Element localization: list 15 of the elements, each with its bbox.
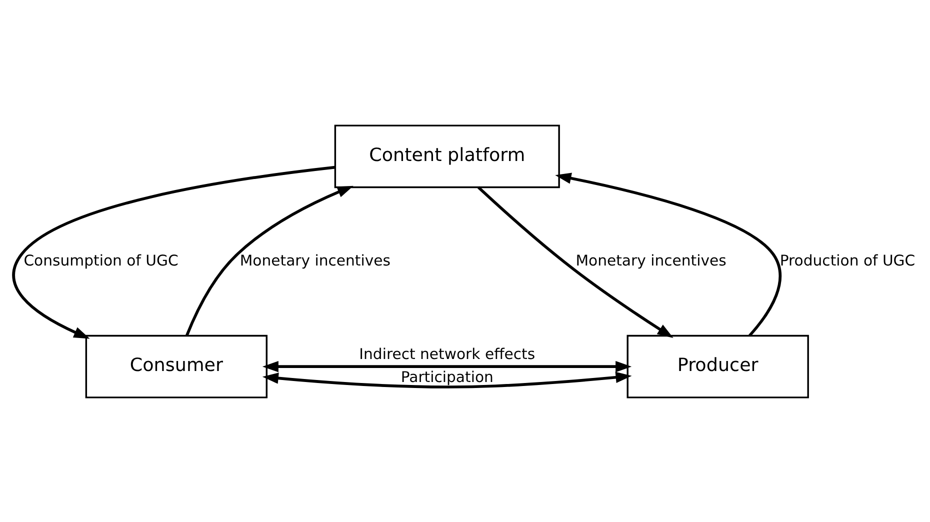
edge-label: Production of UGC: [780, 252, 916, 269]
arrow: [186, 185, 354, 336]
node-box: Consumer: [85, 334, 268, 398]
node-box: Content platform: [334, 124, 560, 188]
node-box: Producer: [626, 334, 809, 398]
arrow: [555, 172, 782, 336]
arrow: [477, 186, 674, 338]
edge-label: Consumption of UGC: [24, 252, 178, 269]
edge-label: Monetary incentives: [576, 252, 726, 269]
arrow: [262, 360, 632, 372]
edge-label: Participation: [400, 368, 494, 386]
edge-label: Monetary incentives: [240, 252, 391, 269]
arrow: [12, 165, 336, 338]
arrow: [262, 371, 632, 388]
edge-label: Indirect network effects: [359, 346, 536, 363]
